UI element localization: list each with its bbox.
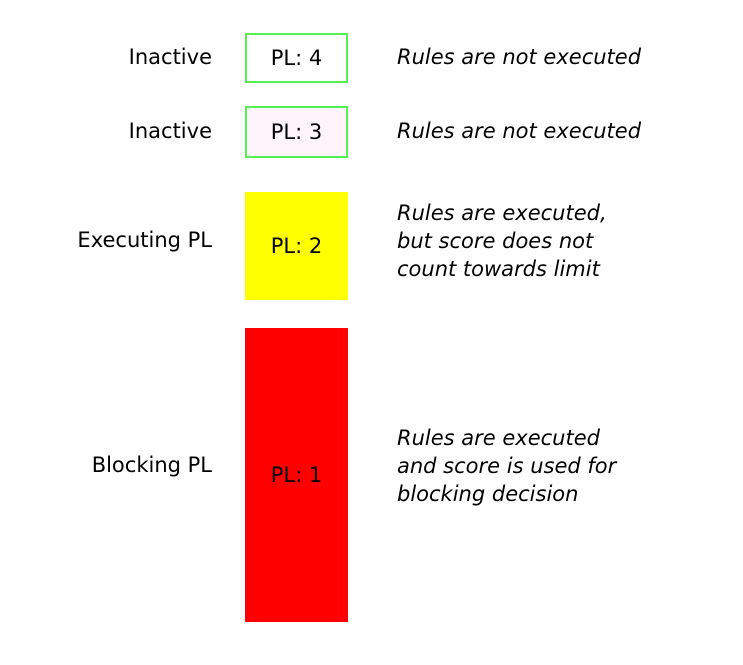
state-label-pl3: Inactive: [128, 119, 212, 143]
description-pl1: Rules are executed and score is used for…: [397, 424, 727, 508]
pl-box-pl3: PL: 3: [245, 106, 348, 158]
state-label-pl2: Executing PL: [77, 228, 212, 252]
description-line: but score does not: [397, 229, 594, 253]
pl-box-label-pl1: PL: 1: [270, 463, 323, 487]
state-label-pl1: Blocking PL: [91, 453, 212, 477]
description-line: and score is used for: [397, 454, 617, 478]
pl-box-pl1: PL: 1: [245, 328, 348, 622]
description-line: count towards limit: [397, 257, 600, 281]
pl-box-label-pl2: PL: 2: [270, 234, 323, 258]
description-pl2: Rules are executed, but score does not c…: [397, 199, 727, 283]
description-line: Rules are executed: [397, 426, 600, 450]
description-line: Rules are executed,: [397, 201, 607, 225]
pl-box-pl2: PL: 2: [245, 192, 348, 300]
description-pl3: Rules are not executed: [397, 117, 727, 145]
pl-box-pl4: PL: 4: [245, 33, 348, 83]
description-line: blocking decision: [397, 482, 579, 506]
state-label-pl4: Inactive: [128, 45, 212, 69]
pl-box-label-pl4: PL: 4: [270, 46, 323, 70]
pl-box-label-pl3: PL: 3: [270, 120, 323, 144]
description-line: Rules are not executed: [397, 45, 642, 69]
description-line: Rules are not executed: [397, 119, 642, 143]
description-pl4: Rules are not executed: [397, 43, 727, 71]
